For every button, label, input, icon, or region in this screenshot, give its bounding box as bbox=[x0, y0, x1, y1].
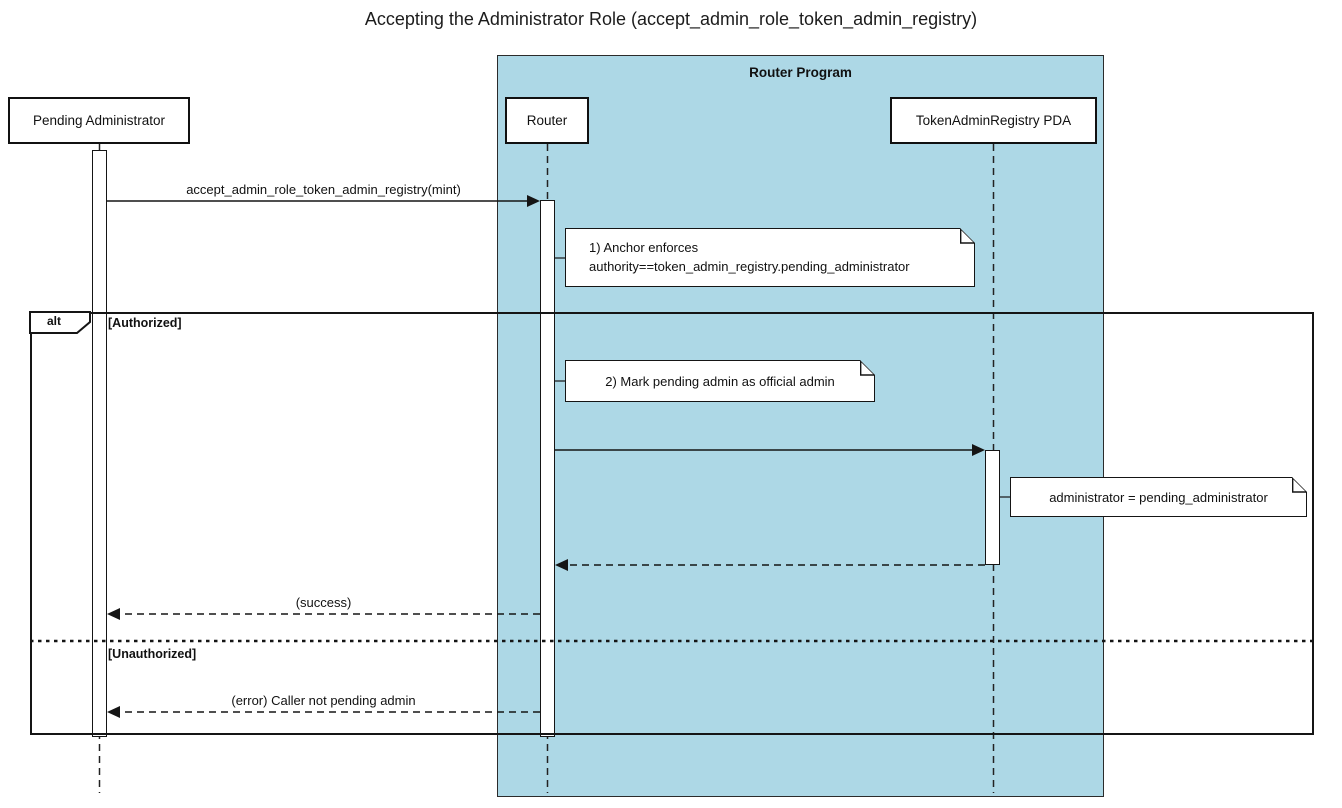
note-mark-pending-admin-text: 2) Mark pending admin as official admin bbox=[605, 373, 835, 389]
participant-router-label: Router bbox=[526, 113, 568, 128]
alt-operator-pentagon bbox=[29, 311, 91, 334]
participant-token-admin-registry-pda: TokenAdminRegistry PDA bbox=[890, 97, 1097, 144]
router-program-label: Router Program bbox=[749, 65, 852, 80]
activation-router bbox=[540, 200, 555, 737]
note-anchor-enforces-line2: authority==token_admin_registry.pending_… bbox=[589, 259, 910, 274]
participant-router: Router bbox=[505, 97, 589, 144]
alt-guard-unauthorized: [Unauthorized] bbox=[108, 647, 197, 661]
activation-pending-admin bbox=[92, 150, 107, 737]
participant-token-admin-registry-pda-label: TokenAdminRegistry PDA bbox=[915, 113, 1072, 128]
note-administrator-assignment: administrator = pending_administrator bbox=[1010, 477, 1307, 517]
alt-guard-authorized: [Authorized] bbox=[108, 316, 182, 330]
note-anchor-enforces: 1) Anchor enforces authority==token_admi… bbox=[565, 228, 975, 287]
alt-operator-label: alt bbox=[46, 314, 61, 328]
note-mark-pending-admin: 2) Mark pending admin as official admin bbox=[565, 360, 875, 402]
participant-pending-administrator: Pending Administrator bbox=[8, 97, 190, 144]
note-administrator-assignment-text: administrator = pending_administrator bbox=[1049, 489, 1268, 505]
activation-token-admin-registry-pda bbox=[985, 450, 1000, 565]
message-label-accept-admin-role: accept_admin_role_token_admin_registry(m… bbox=[186, 182, 461, 197]
message-label-success: (success) bbox=[295, 595, 352, 610]
note-anchor-enforces-line1: 1) Anchor enforces bbox=[589, 240, 699, 255]
router-program-container: Router Program bbox=[497, 55, 1104, 797]
note-fold-icon bbox=[1292, 477, 1308, 493]
participant-pending-administrator-label: Pending Administrator bbox=[32, 113, 166, 128]
message-label-error: (error) Caller not pending admin bbox=[231, 693, 416, 708]
diagram-title: Accepting the Administrator Role (accept… bbox=[364, 9, 978, 29]
